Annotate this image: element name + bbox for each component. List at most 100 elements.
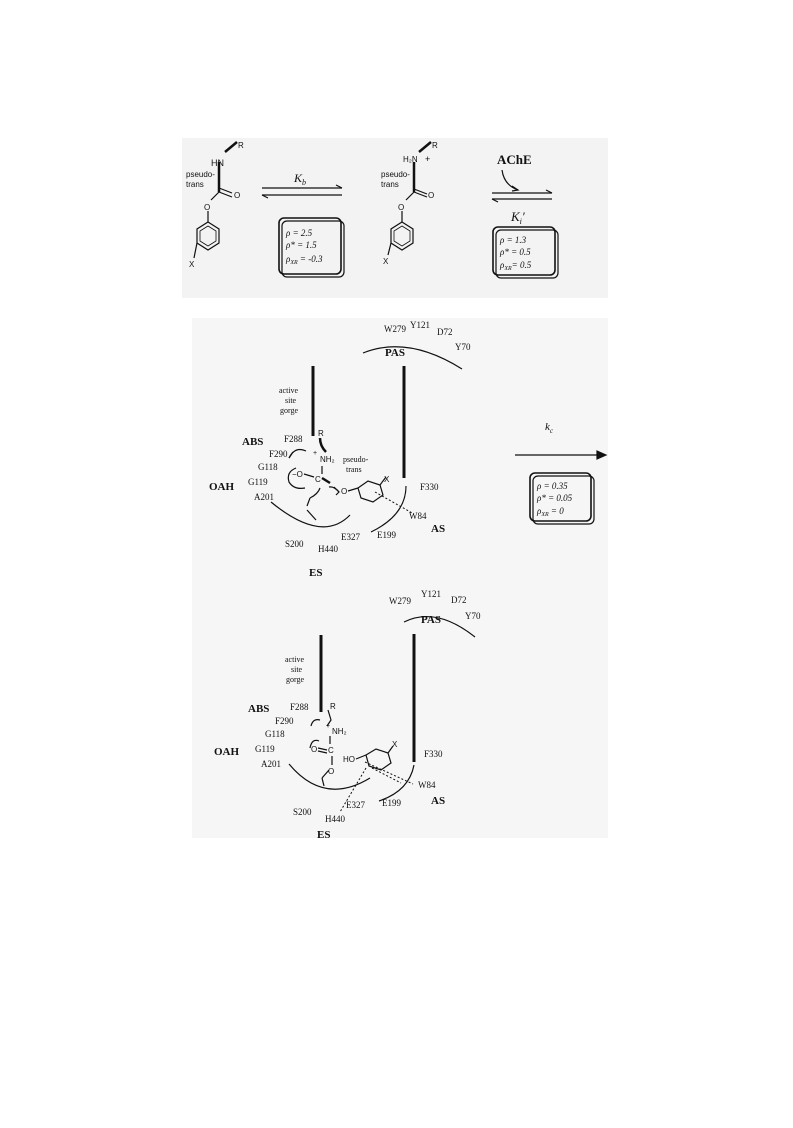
- c1-y121: Y121: [410, 320, 430, 330]
- c2-gorge-l3: gorge: [286, 675, 305, 684]
- c1-conf1: pseudo-: [343, 455, 369, 464]
- c1-d72: D72: [437, 327, 453, 337]
- protonated-o-ester: O: [398, 203, 404, 212]
- complex2-structure: [288, 616, 476, 813]
- c1-x: X: [384, 475, 390, 484]
- kc-rho-xr: ρXR = 0: [536, 506, 564, 518]
- c1-conf2: trans: [346, 465, 362, 474]
- c2-f288: F288: [290, 702, 309, 712]
- c2-f330: F330: [424, 749, 443, 759]
- reactant-conf1: pseudo-: [186, 170, 215, 179]
- reactant-o-ester: O: [204, 203, 210, 212]
- protonated-conf1: pseudo-: [381, 170, 410, 179]
- c1-e327: E327: [341, 532, 360, 542]
- c2-f290: F290: [275, 716, 294, 726]
- c1-r: R: [318, 429, 324, 438]
- c1-gorge-l3: gorge: [280, 406, 299, 415]
- kc-rho-box: [529, 472, 592, 522]
- c2-g119: G119: [255, 744, 275, 754]
- c1-gorge-l1: active: [279, 386, 299, 395]
- c1-as: AS: [431, 523, 445, 535]
- c2-abs: ABS: [248, 703, 269, 715]
- c2-y121: Y121: [421, 589, 441, 599]
- reactant-r: R: [238, 141, 244, 150]
- c1-es: ES: [309, 567, 322, 579]
- kb-rho-xr: ρXR = -0.3: [285, 254, 323, 266]
- c1-abs: ABS: [242, 436, 263, 448]
- c1-gorge-l2: site: [285, 396, 297, 405]
- c2-o: O: [328, 767, 334, 776]
- complex1-structure: [270, 346, 463, 533]
- protonated-nh2: H₂N: [403, 155, 418, 164]
- scan-panel-main: [192, 318, 608, 838]
- c2-gorge-l2: site: [291, 665, 303, 674]
- kb-rho-box-shadow: [281, 220, 345, 278]
- c1-o-minus: −O: [292, 470, 303, 479]
- c2-g118: G118: [265, 729, 285, 739]
- c2-h440: H440: [325, 814, 345, 824]
- ki-rho: ρ = 1.3: [499, 235, 527, 245]
- kc-label: kc: [545, 421, 554, 435]
- c1-oah: OAH: [209, 481, 235, 493]
- kb-rho-star: ρ* = 1.5: [285, 240, 317, 250]
- c2-ho: HO: [343, 755, 355, 764]
- protonated-molecule: [387, 141, 432, 256]
- reactant-nh: HN: [211, 158, 224, 168]
- c1-f290: F290: [269, 449, 288, 459]
- c2-plus: +: [326, 723, 330, 730]
- kc-rho: ρ = 0.35: [536, 481, 568, 491]
- ki-rho-box-shadow: [495, 229, 559, 279]
- c1-nh2: NH₂: [320, 455, 335, 464]
- c1-g118: G118: [258, 462, 278, 472]
- reactant-conf2: trans: [186, 180, 204, 189]
- c1-f288: F288: [284, 434, 303, 444]
- c1-pas: PAS: [385, 347, 405, 359]
- c1-w84: W84: [409, 511, 427, 521]
- kb-rho: ρ = 2.5: [285, 228, 313, 238]
- c1-h440: H440: [318, 544, 338, 554]
- protonated-r: R: [432, 141, 438, 150]
- c1-a201: A201: [254, 492, 274, 502]
- c2-w84: W84: [418, 780, 436, 790]
- ki-rho-xr: ρXR= 0.5: [499, 260, 532, 272]
- c1-c: C: [315, 475, 321, 484]
- c2-w279: W279: [389, 596, 411, 606]
- ache-label: AChE: [497, 152, 532, 167]
- protonated-plus: +: [425, 154, 430, 164]
- c1-plus: +: [313, 450, 317, 457]
- c1-y70: Y70: [455, 342, 471, 352]
- kc-rho-box-shadow: [532, 475, 595, 525]
- ki-rho-box: [492, 226, 556, 276]
- c2-a201: A201: [261, 759, 281, 769]
- ki-label: Ki′: [510, 209, 525, 226]
- c2-r: R: [330, 702, 336, 711]
- reactant-o-carbonyl: O: [234, 191, 240, 200]
- scan-panel-top: [182, 138, 608, 298]
- c2-oah: OAH: [214, 746, 240, 758]
- reactant-x: X: [189, 260, 195, 269]
- ki-rho-star: ρ* = 0.5: [499, 247, 531, 257]
- c2-as: AS: [431, 795, 445, 807]
- kc-rho-star: ρ* = 0.05: [536, 493, 573, 503]
- ki-equilibrium-arrows: [491, 169, 553, 203]
- protonated-x: X: [383, 257, 389, 266]
- c2-d72: D72: [451, 595, 467, 605]
- c2-es: ES: [317, 829, 330, 841]
- c2-nh2: NH₂: [332, 727, 347, 736]
- c2-gorge-l1: active: [285, 655, 305, 664]
- c1-o: O: [341, 487, 347, 496]
- protonated-o-carbonyl: O: [428, 191, 434, 200]
- c1-f330: F330: [420, 482, 439, 492]
- c2-o-carbonyl: O: [311, 745, 317, 754]
- c1-s200: S200: [285, 539, 304, 549]
- c2-x: X: [392, 740, 398, 749]
- kb-equilibrium-arrows: [261, 184, 343, 199]
- c2-pas: PAS: [421, 614, 441, 626]
- c2-e327: E327: [346, 800, 365, 810]
- c2-c: C: [328, 746, 334, 755]
- kc-arrow: [515, 450, 608, 460]
- reactant-molecule: [193, 141, 238, 259]
- c2-y70: Y70: [465, 611, 481, 621]
